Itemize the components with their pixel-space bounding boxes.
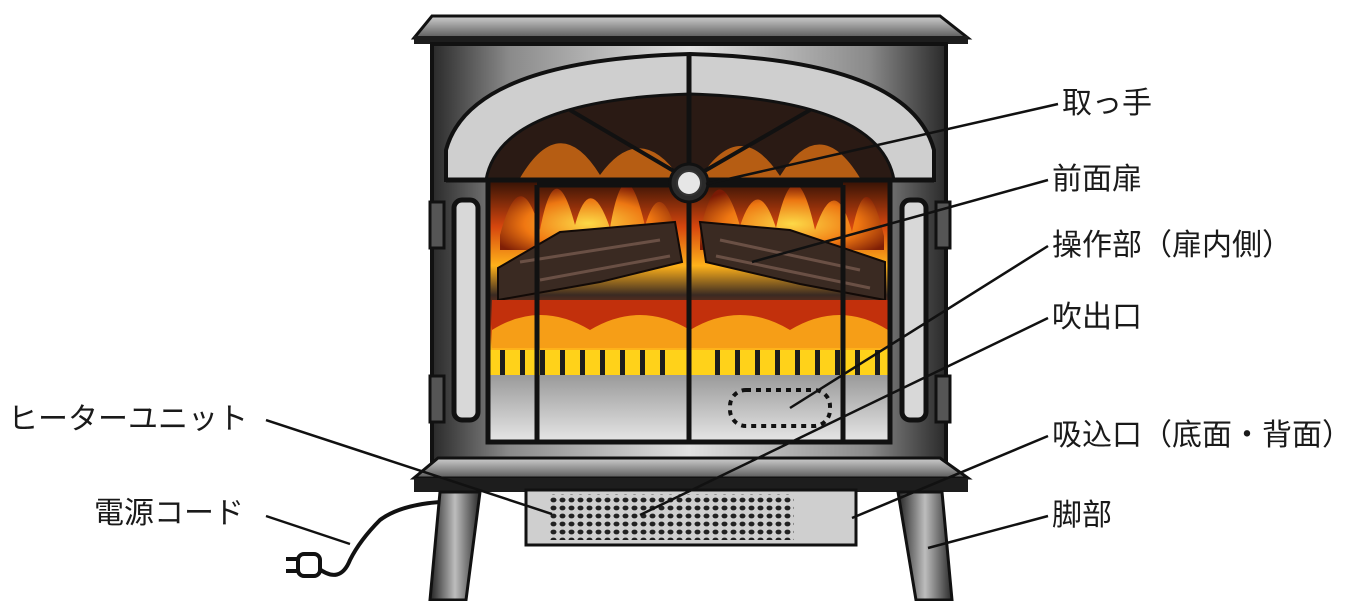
label-power-cord: 電源コード [94, 496, 244, 532]
heater-unit [526, 490, 856, 545]
label-air-outlet: 吹出口 [1052, 300, 1142, 336]
label-handle: 取っ手 [1062, 86, 1152, 122]
plug-icon [286, 554, 320, 576]
label-front-door: 前面扉 [1052, 162, 1142, 198]
door-knob [670, 164, 708, 202]
base-plate [414, 458, 968, 492]
label-control-panel: 操作部（扉内側） [1052, 228, 1292, 264]
label-air-inlet: 吸込口（底面・背面） [1052, 418, 1352, 454]
label-heater-unit: ヒーターユニット [8, 402, 248, 438]
top-lid [414, 16, 968, 44]
label-legs: 脚部 [1052, 498, 1112, 534]
